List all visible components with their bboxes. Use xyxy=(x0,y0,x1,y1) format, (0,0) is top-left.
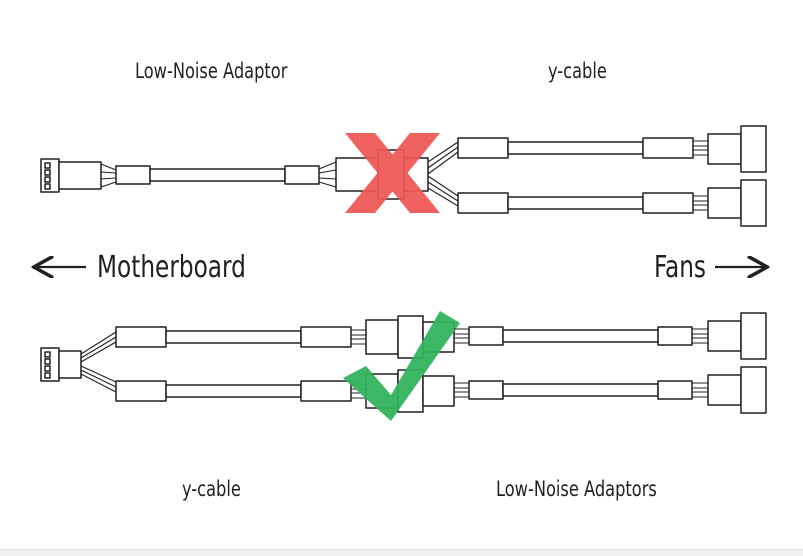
bottom-assembly xyxy=(40,311,767,421)
bottom-low-noise-adaptor-lower xyxy=(454,366,767,414)
bottom-right-label: Low-Noise Adaptors xyxy=(496,477,657,501)
bottom-ycable-upper-branch xyxy=(115,315,455,359)
top-right-label: y-cable xyxy=(548,59,607,83)
top-motherboard-connector xyxy=(40,158,102,193)
top-ycable-lower-branch xyxy=(457,179,767,227)
top-adaptor-wire-fan xyxy=(100,163,117,188)
top-ycable-split-wires xyxy=(427,141,459,207)
bottom-low-noise-adaptor-upper xyxy=(454,312,767,360)
fans-label: Fans xyxy=(654,250,707,285)
bottom-motherboard-connector xyxy=(40,347,82,382)
top-low-noise-adaptor-cable xyxy=(115,165,320,185)
check-mark-icon xyxy=(343,311,460,421)
top-assembly xyxy=(40,125,767,227)
top-left-label: Low-Noise Adaptor xyxy=(135,59,288,83)
top-adaptor-wire-fan-right xyxy=(318,161,337,188)
bottom-ycable-split-wires xyxy=(80,331,117,393)
bottom-left-label: y-cable xyxy=(182,477,241,501)
motherboard-label: Motherboard xyxy=(97,250,246,285)
bottom-divider xyxy=(0,549,803,556)
x-mark-icon xyxy=(345,133,440,213)
top-ycable-upper-branch xyxy=(457,125,767,173)
